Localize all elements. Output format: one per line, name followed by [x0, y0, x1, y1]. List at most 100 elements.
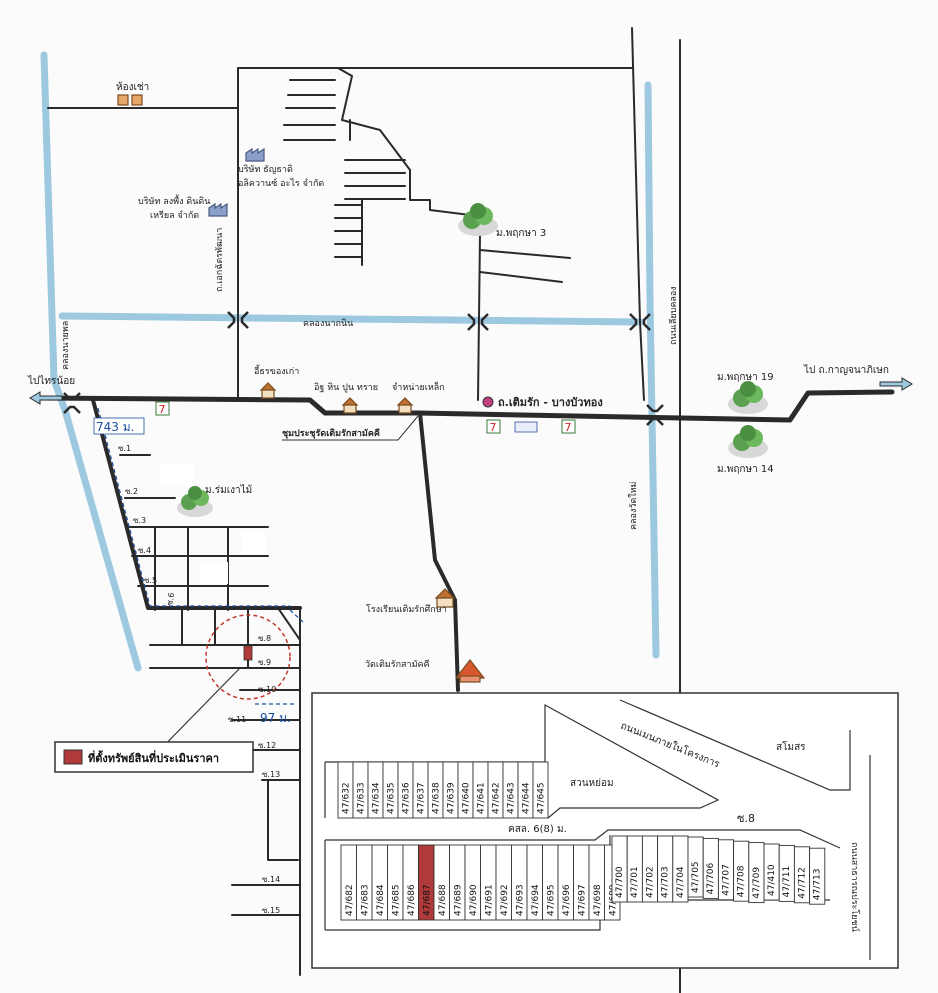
garden-label: สวนหย่อม [570, 778, 614, 789]
village3-label: ม.พฤกษา 3 [496, 228, 546, 239]
canal-left [40, 51, 142, 672]
soi-label: ซ.11 [228, 715, 246, 724]
convenience-store-icon [561, 419, 576, 434]
plot-label: 47/702 [645, 866, 655, 898]
left-soi-road [91, 398, 302, 610]
plot-label: 47/689 [453, 884, 463, 916]
village-rom-label: ม.ร่มเงาไม้ [205, 484, 252, 496]
school-icon [434, 588, 456, 608]
shop3-label: จำหน่ายเหล็ก [392, 380, 445, 393]
soi-label: ซ.3 [133, 516, 146, 525]
plot-label: 47/709 [752, 867, 762, 899]
soi-labels: ซ.1ซ.2ซ.3ซ.4ซ.5ซ.6ซ.8ซ.9ซ.10ซ.11ซ.12ซ.13… [118, 444, 280, 915]
plot-label: 47/695 [546, 884, 556, 916]
distance-743-label: 743 ม. [96, 420, 134, 434]
temple-label: วัดเติมรักสามัคคี [365, 659, 430, 670]
plot-label: 47/706 [706, 862, 716, 894]
plot-label: 47/644 [522, 782, 532, 814]
company1b-label: อลิควานซ์ อะไร จำกัด [238, 177, 324, 189]
plot-label: 47/690 [469, 884, 479, 916]
plot-label: 47/682 [345, 884, 355, 916]
plot-label: 47/635 [387, 782, 397, 814]
canals [40, 51, 660, 672]
to-right-label: ไป ถ.กาญจนาภิเษก [803, 364, 889, 376]
to-left-label: ไปไทรน้อย [27, 375, 75, 387]
main-road-label: ถ.เติมรัก - บางบัวทอง [498, 396, 603, 409]
company1-label: บริษัท ธัญธาดิ [238, 164, 293, 175]
road-right-label: ถนนเลียบคลอง [668, 286, 679, 345]
plot-label: 47/688 [438, 884, 448, 916]
roads [35, 27, 895, 993]
plot-label: 47/711 [782, 866, 792, 898]
distance-markers [97, 407, 304, 705]
canal-main [58, 312, 644, 326]
club-label: สโมสร [776, 740, 806, 753]
village19-label: ม.พฤกษา 19 [717, 372, 774, 383]
plot-label: 47/639 [447, 782, 457, 814]
tree-icon [728, 425, 768, 458]
soi-label: ซ.4 [138, 546, 151, 555]
plot-label: 47/707 [721, 864, 731, 896]
svg-text:7: 7 [159, 403, 166, 416]
plot-label: 47/634 [372, 782, 382, 814]
plot-label: 47/410 [767, 864, 777, 896]
plot-label: 47/691 [484, 884, 494, 916]
plot-label: 47/713 [813, 869, 823, 901]
tree-icon [728, 381, 768, 414]
tree-icon [458, 203, 498, 236]
convenience-store-icon [486, 419, 501, 434]
factory-icon [245, 147, 265, 162]
plot-label: 47/638 [432, 782, 442, 814]
convenience-store-icon [155, 401, 170, 416]
canal-right-label: คลองวัดใหม่ [628, 481, 639, 530]
school-road [418, 411, 460, 692]
plot-label: 47/643 [507, 782, 517, 814]
house-icon [396, 397, 414, 414]
building-icons [117, 94, 486, 683]
shophouse-label: ห้องเช่า [116, 81, 149, 93]
inset-soi8-label: ซ.8 [737, 812, 755, 825]
plot-label: 47/692 [500, 884, 510, 916]
temple-icon [454, 659, 486, 683]
shop2-label: อิฐ หิน ปูน ทราย [314, 382, 378, 393]
plot-label: 47/696 [562, 884, 572, 916]
plot-label: 47/700 [615, 866, 625, 898]
plot-label: 47/701 [630, 866, 640, 898]
soi-label: ซ.14 [262, 875, 280, 884]
school-label: โรงเรียนเติมรักศึกษา [366, 604, 447, 615]
plot-label: 47/636 [402, 782, 412, 814]
tree-icon [177, 486, 213, 517]
plot-label: 47/708 [737, 865, 747, 897]
legend: ที่ตั้งทรัพย์สินที่ประเมินราคา [54, 741, 254, 773]
border-road-label: ถนนสาธารณประโยชน์ [849, 842, 861, 932]
bridges [63, 311, 664, 426]
arrow-left-icon [29, 391, 63, 405]
plot-label: 47/698 [593, 884, 603, 916]
soi-label: ซ.8 [258, 634, 271, 643]
house-icon [341, 397, 359, 414]
soi-label: ซ.1 [118, 444, 131, 453]
subject-property-marker [243, 645, 253, 661]
plot-label: 47/693 [515, 884, 525, 916]
soi-label: ซ.6 [165, 592, 176, 606]
soi-label: ซ.10 [258, 685, 276, 694]
soi-label: ซ.2 [125, 487, 138, 496]
direction-arrows [29, 377, 913, 405]
plot-label: 47/642 [492, 782, 502, 814]
shop1-label: อี้ธรของเก่า [254, 364, 299, 377]
plot-label: 47/683 [360, 884, 370, 916]
canal-right [644, 81, 660, 659]
subject-highlight-circle [205, 614, 291, 700]
village-icons [177, 203, 768, 517]
plot-label: 47/641 [477, 782, 487, 814]
soi-label: ซ.15 [262, 906, 280, 915]
plot-label: 47/705 [691, 861, 701, 893]
landmark-icon [482, 396, 494, 408]
plot-cell [532, 761, 549, 819]
plot-label: 47/694 [531, 884, 541, 916]
legend-label: ที่ตั้งทรัพย์สินที่ประเมินราคา [88, 750, 219, 765]
